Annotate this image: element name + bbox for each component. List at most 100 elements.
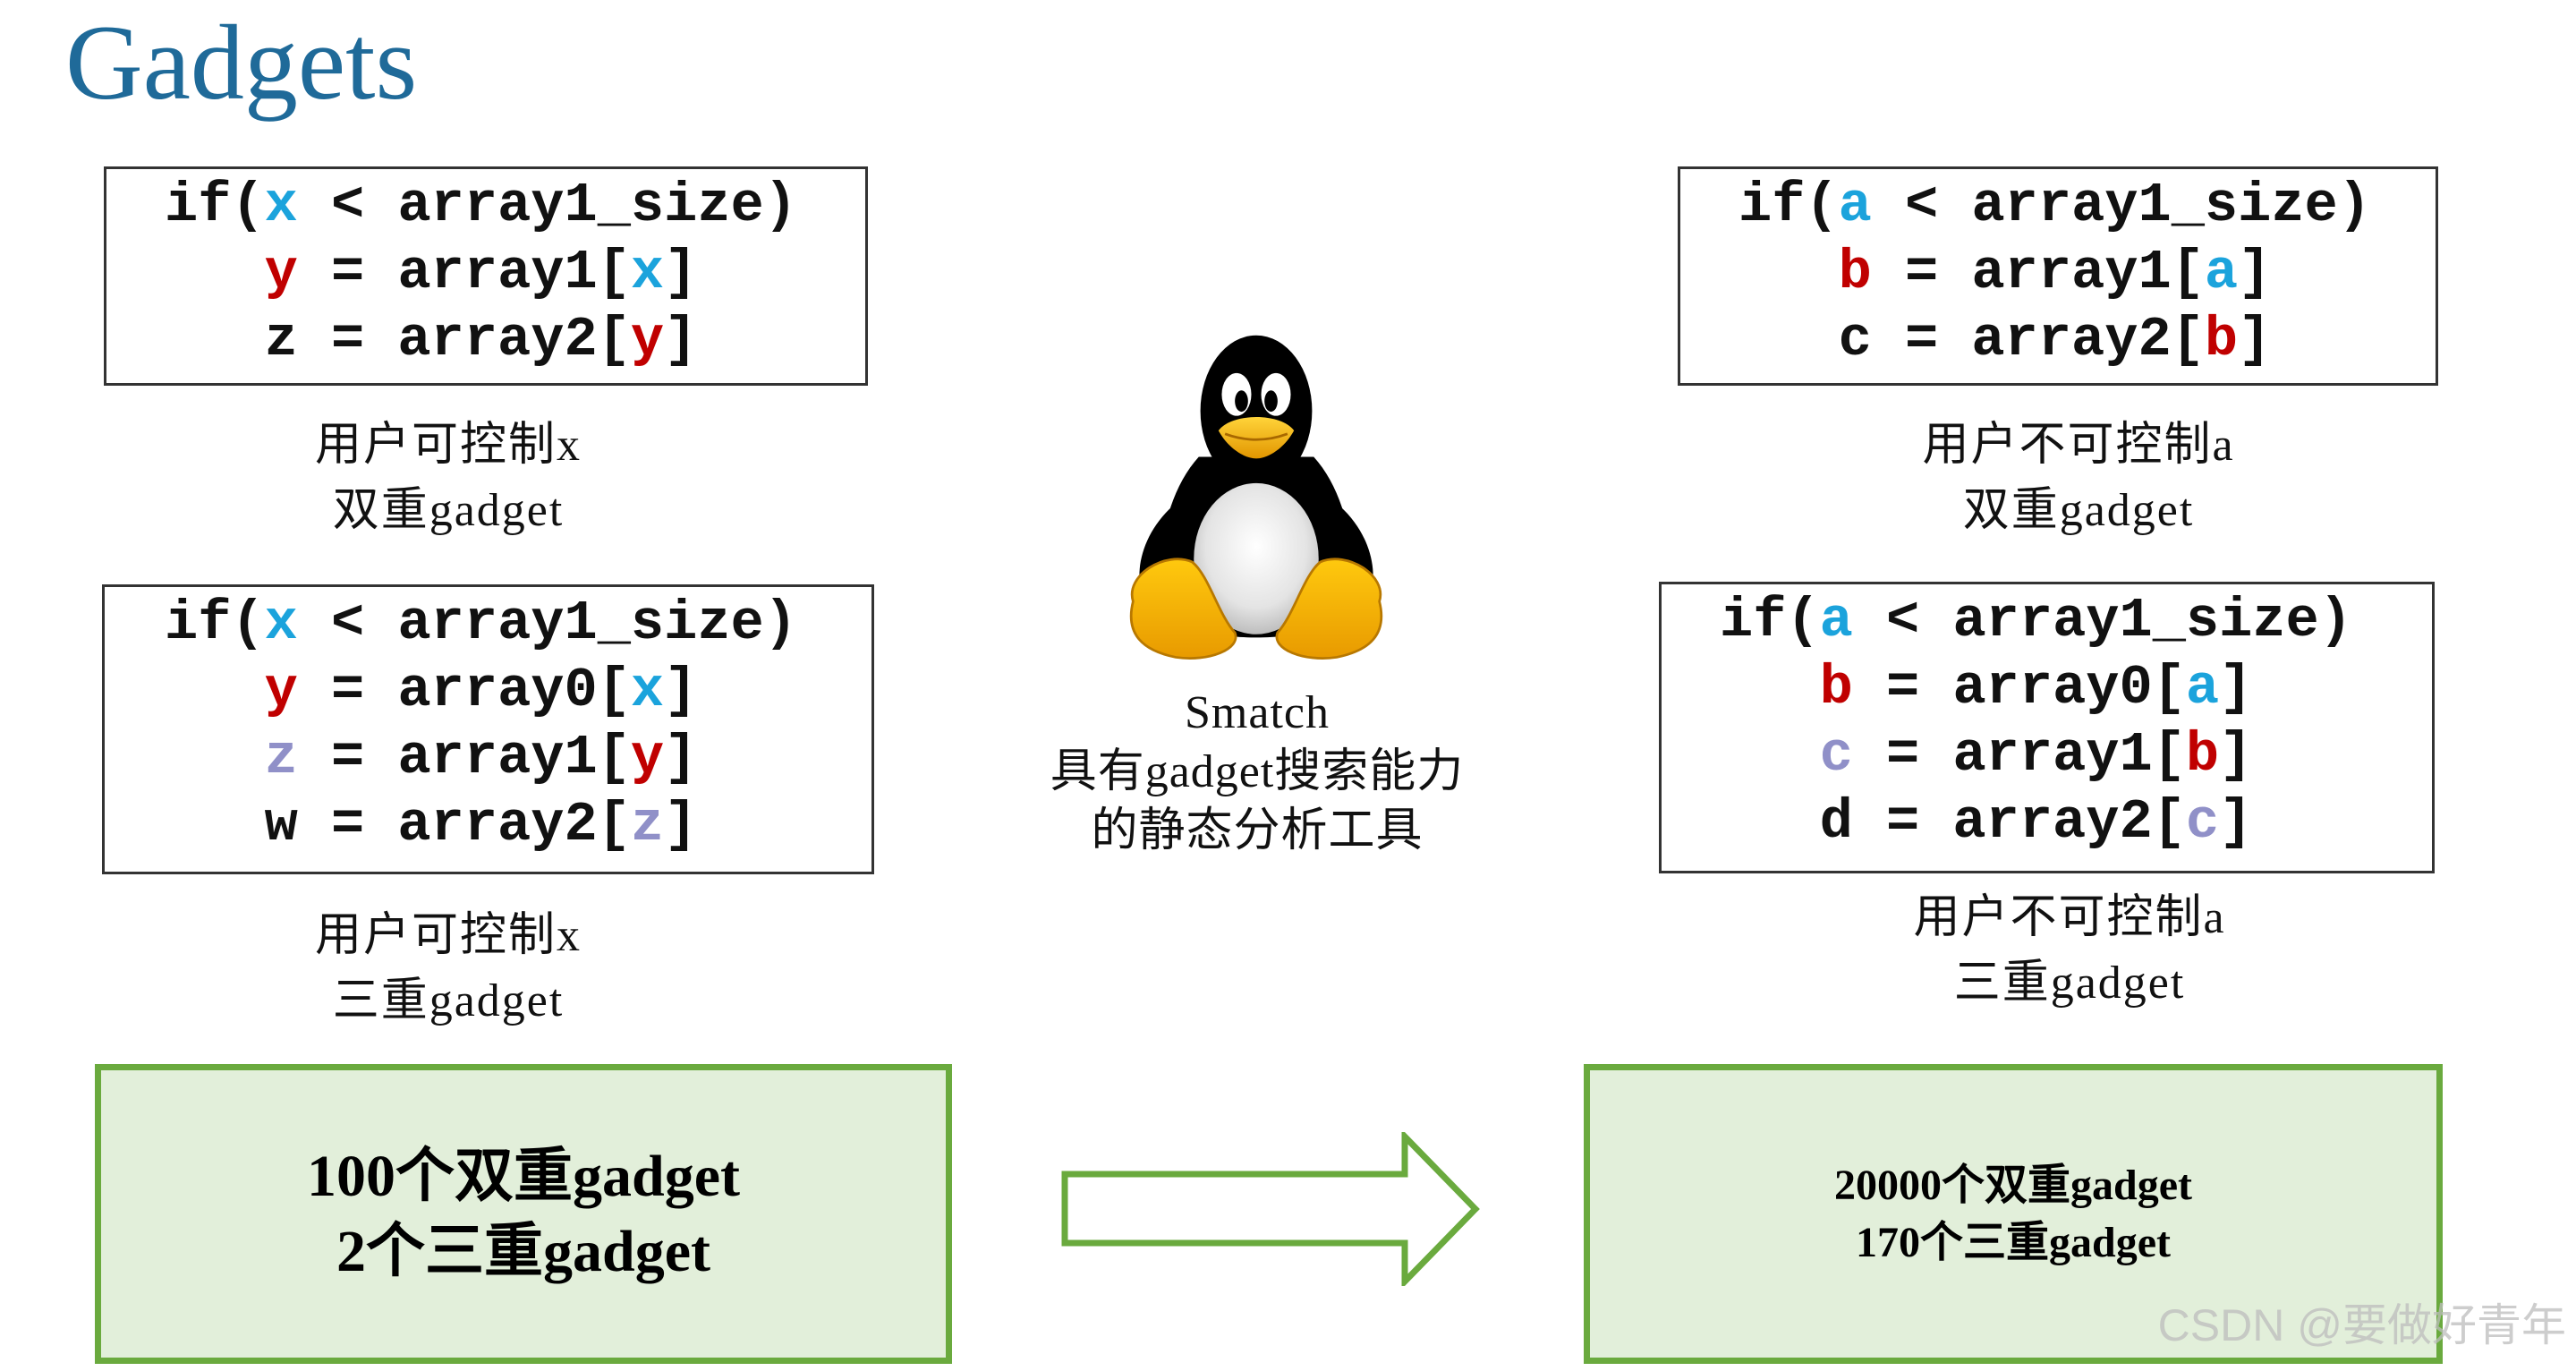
caption-line: 三重gadget	[1953, 958, 2186, 1009]
code-line: if(a < array1_size)	[1720, 587, 2432, 654]
code-text: < array1_size)	[297, 174, 797, 237]
code-line: if(x < array1_size)	[165, 590, 871, 657]
caption-line: 用户不可控制a	[1913, 892, 2226, 943]
code-line: b = array0[a]	[1720, 654, 2432, 721]
code-box-right-double-gadget: if(a < array1_size)b = array1[a]c = arra…	[1678, 166, 2438, 386]
code-variable: z	[264, 726, 298, 789]
code-text: w = array2[	[264, 793, 631, 856]
code-variable: c	[1819, 723, 1853, 787]
code-text: if(	[165, 174, 265, 237]
code-variable: y	[264, 659, 298, 722]
code-box-right-triple-gadget: if(a < array1_size)b = array0[a]c = arra…	[1659, 582, 2435, 873]
penguin-left-foot	[1129, 558, 1237, 660]
code-text: ]	[2219, 723, 2253, 787]
code-text: = array0[	[1852, 656, 2186, 720]
code-text: ]	[2219, 790, 2253, 854]
code-variable: y	[630, 726, 665, 789]
caption-line: 双重gadget	[1962, 485, 2195, 536]
code-variable: a	[2204, 241, 2239, 304]
code-line: if(a < array1_size)	[1739, 172, 2436, 239]
code-text: ]	[664, 241, 698, 304]
tool-name: Smatch	[1185, 687, 1330, 738]
code-line: z = array1[y]	[165, 724, 871, 791]
code-text: ]	[664, 659, 698, 722]
penguin-belly	[1194, 482, 1319, 634]
code-text: = array1[	[297, 726, 631, 789]
code-line: c = array1[b]	[1720, 721, 2432, 788]
code-variable: a	[2185, 656, 2220, 720]
code-text: ]	[2219, 656, 2253, 720]
code-variable: a	[1819, 589, 1853, 652]
code-text: c = array2[	[1838, 308, 2205, 371]
tool-desc-line: 具有gadget搜索能力	[1050, 746, 1465, 797]
tux-penguin-icon	[1129, 335, 1383, 660]
caption-left-double-gadget: 用户可控制x 双重gadget	[135, 413, 761, 543]
summary-box-after: 20000个双重gadget 170个三重gadget	[1584, 1064, 2443, 1364]
code-line: y = array0[x]	[165, 657, 871, 724]
penguin-head	[1200, 335, 1313, 487]
watermark: CSDN @要做好青年	[2157, 1300, 2566, 1350]
summary-line: 20000个双重gadget	[1834, 1161, 2192, 1209]
caption-left-triple-gadget: 用户可控制x 三重gadget	[135, 903, 761, 1034]
code-variable: x	[264, 592, 298, 655]
caption-line: 用户不可控制a	[1922, 420, 2235, 471]
slide-title: Gadgets	[65, 3, 418, 122]
caption-line: 用户可控制x	[314, 420, 582, 471]
code-line: y = array1[x]	[165, 239, 865, 306]
penguin-right-foot	[1275, 558, 1383, 660]
code-variable: y	[264, 241, 298, 304]
penguin-beak-line	[1224, 432, 1288, 441]
code-text: ]	[2238, 241, 2272, 304]
code-line: c = array2[b]	[1739, 306, 2436, 373]
summary-line: 2个三重gadget	[336, 1218, 710, 1284]
code-text: z = array2[	[264, 308, 631, 371]
tool-desc-line: 的静态分析工具	[1091, 805, 1424, 856]
code-box-left-triple-gadget: if(x < array1_size)y = array0[x]z = arra…	[102, 584, 874, 874]
code-text: ]	[664, 793, 698, 856]
code-line: if(x < array1_size)	[165, 172, 865, 239]
code-text: = array0[	[297, 659, 631, 722]
code-variable: b	[2204, 308, 2239, 371]
code-line: z = array2[y]	[165, 306, 865, 373]
code-text: if(	[165, 592, 265, 655]
tool-description: Smatch 具有gadget搜索能力 的静态分析工具	[944, 684, 1570, 861]
code-text: = array1[	[1852, 723, 2186, 787]
caption-line: 三重gadget	[332, 975, 565, 1026]
code-text: = array1[	[297, 241, 631, 304]
summary-line: 170个三重gadget	[1856, 1218, 2171, 1266]
code-text: if(	[1739, 174, 1839, 237]
penguin-beak	[1218, 417, 1295, 459]
code-text: < array1_size)	[1852, 589, 2352, 652]
code-text: ]	[2238, 308, 2272, 371]
code-variable: c	[2185, 790, 2220, 854]
code-text: = array1[	[1871, 241, 2205, 304]
penguin-left-pupil	[1235, 390, 1248, 413]
code-variable: z	[630, 793, 665, 856]
caption-right-double-gadget: 用户不可控制a 双重gadget	[1765, 413, 2392, 543]
code-line: d = array2[c]	[1720, 788, 2432, 856]
penguin-right-pupil	[1264, 390, 1278, 413]
code-text: < array1_size)	[1871, 174, 2371, 237]
code-variable: b	[1838, 241, 1872, 304]
caption-line: 用户可控制x	[314, 910, 582, 961]
code-variable: b	[1819, 656, 1853, 720]
summary-box-before: 100个双重gadget 2个三重gadget	[95, 1064, 952, 1364]
caption-line: 双重gadget	[332, 485, 565, 536]
code-variable: b	[2185, 723, 2220, 787]
code-box-left-double-gadget: if(x < array1_size)y = array1[x]z = arra…	[104, 166, 868, 386]
code-variable: a	[1838, 174, 1872, 237]
code-line: b = array1[a]	[1739, 239, 2436, 306]
right-arrow-icon	[1061, 1132, 1480, 1286]
code-variable: x	[264, 174, 298, 237]
code-text: if(	[1720, 589, 1820, 652]
code-variable: x	[630, 659, 665, 722]
code-text: ]	[664, 308, 698, 371]
caption-right-triple-gadget: 用户不可控制a 三重gadget	[1756, 885, 2383, 1016]
code-text: < array1_size)	[297, 592, 797, 655]
code-variable: y	[630, 308, 665, 371]
summary-line: 100个双重gadget	[307, 1143, 740, 1209]
code-variable: x	[630, 241, 665, 304]
code-line: w = array2[z]	[165, 791, 871, 858]
code-text: d = array2[	[1819, 790, 2186, 854]
